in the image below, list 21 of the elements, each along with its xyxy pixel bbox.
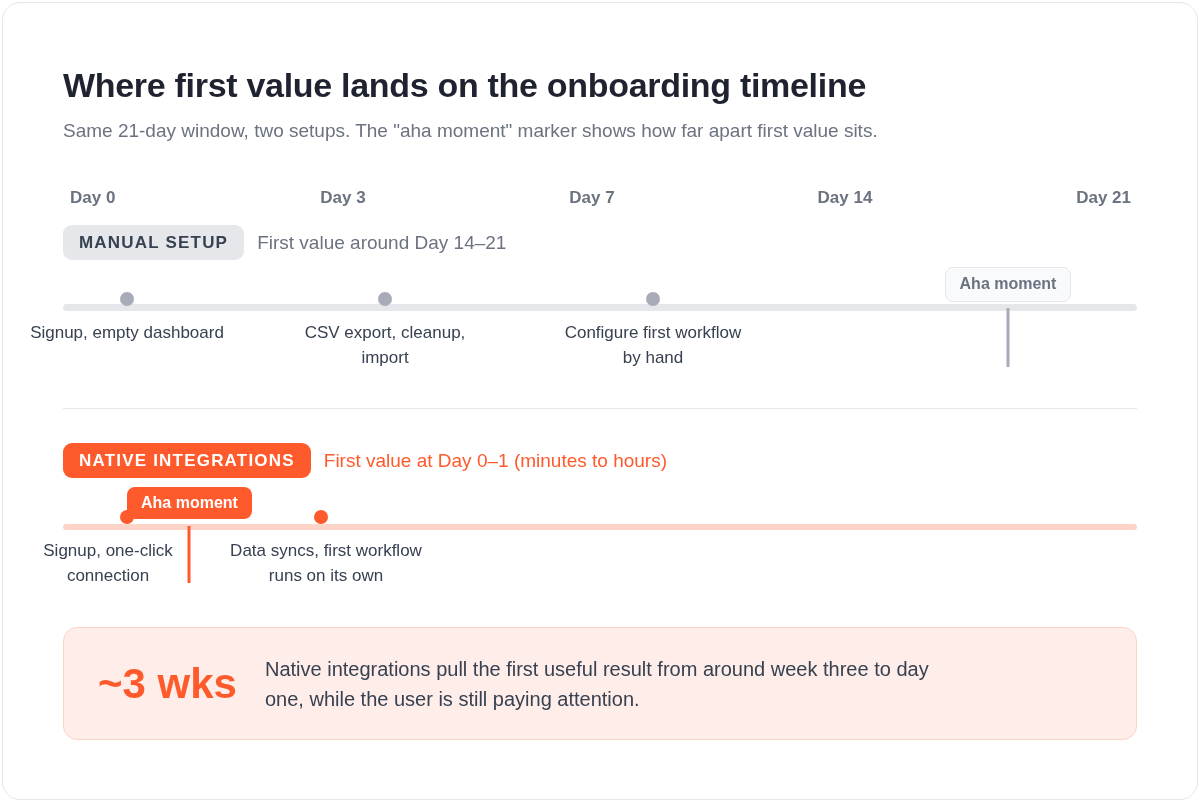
stat-value: ~3 wks bbox=[98, 658, 237, 709]
callout-panel bbox=[63, 627, 1137, 740]
axis-tick-label: Day 21 bbox=[1076, 187, 1131, 209]
setup-tag: NATIVE INTEGRATIONS bbox=[63, 443, 311, 478]
aha-marker-tag: Aha moment bbox=[127, 487, 252, 519]
milestone-label: CSV export, cleanup, import bbox=[304, 322, 466, 369]
subtitle: Same 21-day window, two setups. The "aha moment" marker shows how far apart first value sits. bbox=[63, 119, 878, 143]
callout-text: Native integrations pull the first useful result from around week three to day one, while the user is still paying attention. bbox=[264, 656, 930, 712]
title: Where first value lands on the onboarding timeline bbox=[63, 65, 866, 106]
summary-text: First value at Day 0–1 (minutes to hours) bbox=[323, 448, 667, 473]
setup-tag: MANUAL SETUP bbox=[63, 225, 245, 260]
milestone-label: Signup, empty dashboard bbox=[29, 322, 225, 344]
axis-tick-label: Day 0 bbox=[70, 187, 116, 209]
aha-marker-tag: Aha moment bbox=[944, 267, 1072, 302]
milestone-label: Signup, one-click connection bbox=[42, 540, 174, 587]
milestone-label: Configure first workflow by hand bbox=[564, 322, 742, 369]
axis-tick-label: Day 3 bbox=[320, 187, 366, 209]
axis-tick-label: Day 7 bbox=[569, 187, 615, 209]
milestone-label: Data syncs, first workflow runs on its own bbox=[229, 540, 423, 587]
summary-text: First value around Day 14–21 bbox=[257, 230, 507, 255]
axis-tick-label: Day 14 bbox=[817, 187, 873, 209]
